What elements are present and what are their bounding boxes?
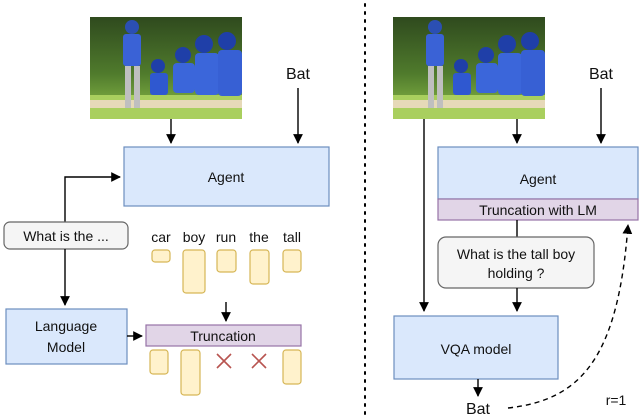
left-question-label: What is the ...: [23, 228, 109, 244]
word-car: car: [151, 229, 171, 245]
left-truncation-label: Truncation: [190, 328, 256, 344]
right-answer-label: Bat: [589, 66, 614, 83]
token-bar-boy: [182, 249, 206, 294]
word-tall: tall: [283, 229, 301, 245]
right-truncation-lm-box: [437, 198, 639, 221]
kept-token-tall: [282, 349, 302, 385]
right-question-box: [437, 236, 595, 289]
right-photo: [393, 17, 545, 119]
word-the: the: [249, 229, 269, 245]
removed-token-the-cross-icon: [251, 353, 267, 369]
right-vqa-box: [393, 315, 559, 380]
left-photo: [90, 17, 242, 119]
token-bar-the: [249, 249, 270, 285]
token-bar-car: [151, 249, 171, 263]
left-question-box: [3, 221, 129, 250]
removed-token-run-cross-icon: [216, 353, 232, 369]
token-bar-run: [216, 249, 237, 273]
kept-token-boy: [180, 349, 201, 396]
right-vqa-label: VQA model: [441, 341, 512, 357]
right-output-label: Bat: [466, 401, 491, 418]
left-answer-label: Bat: [286, 66, 311, 83]
right-agent-label: Agent: [520, 171, 557, 187]
right-question-line1: What is the tall boy: [457, 246, 575, 262]
right-reward-label: r=1: [606, 392, 627, 408]
left-language-model-line1: Language: [35, 318, 98, 334]
left-language-model-box: [5, 308, 128, 365]
word-run: run: [216, 229, 236, 245]
kept-token-car: [149, 349, 169, 375]
left-truncation-box: [145, 324, 302, 347]
right-question-line2: holding ?: [488, 265, 545, 281]
token-bar-tall: [282, 249, 302, 273]
left-agent-box: [123, 146, 330, 207]
left-language-model-line2: Model: [47, 339, 85, 355]
left-agent-label: Agent: [208, 169, 245, 185]
right-truncation-lm-label: Truncation with LM: [479, 202, 597, 218]
left-question-to-agent-arrow: [64, 172, 121, 222]
word-boy: boy: [183, 229, 206, 245]
